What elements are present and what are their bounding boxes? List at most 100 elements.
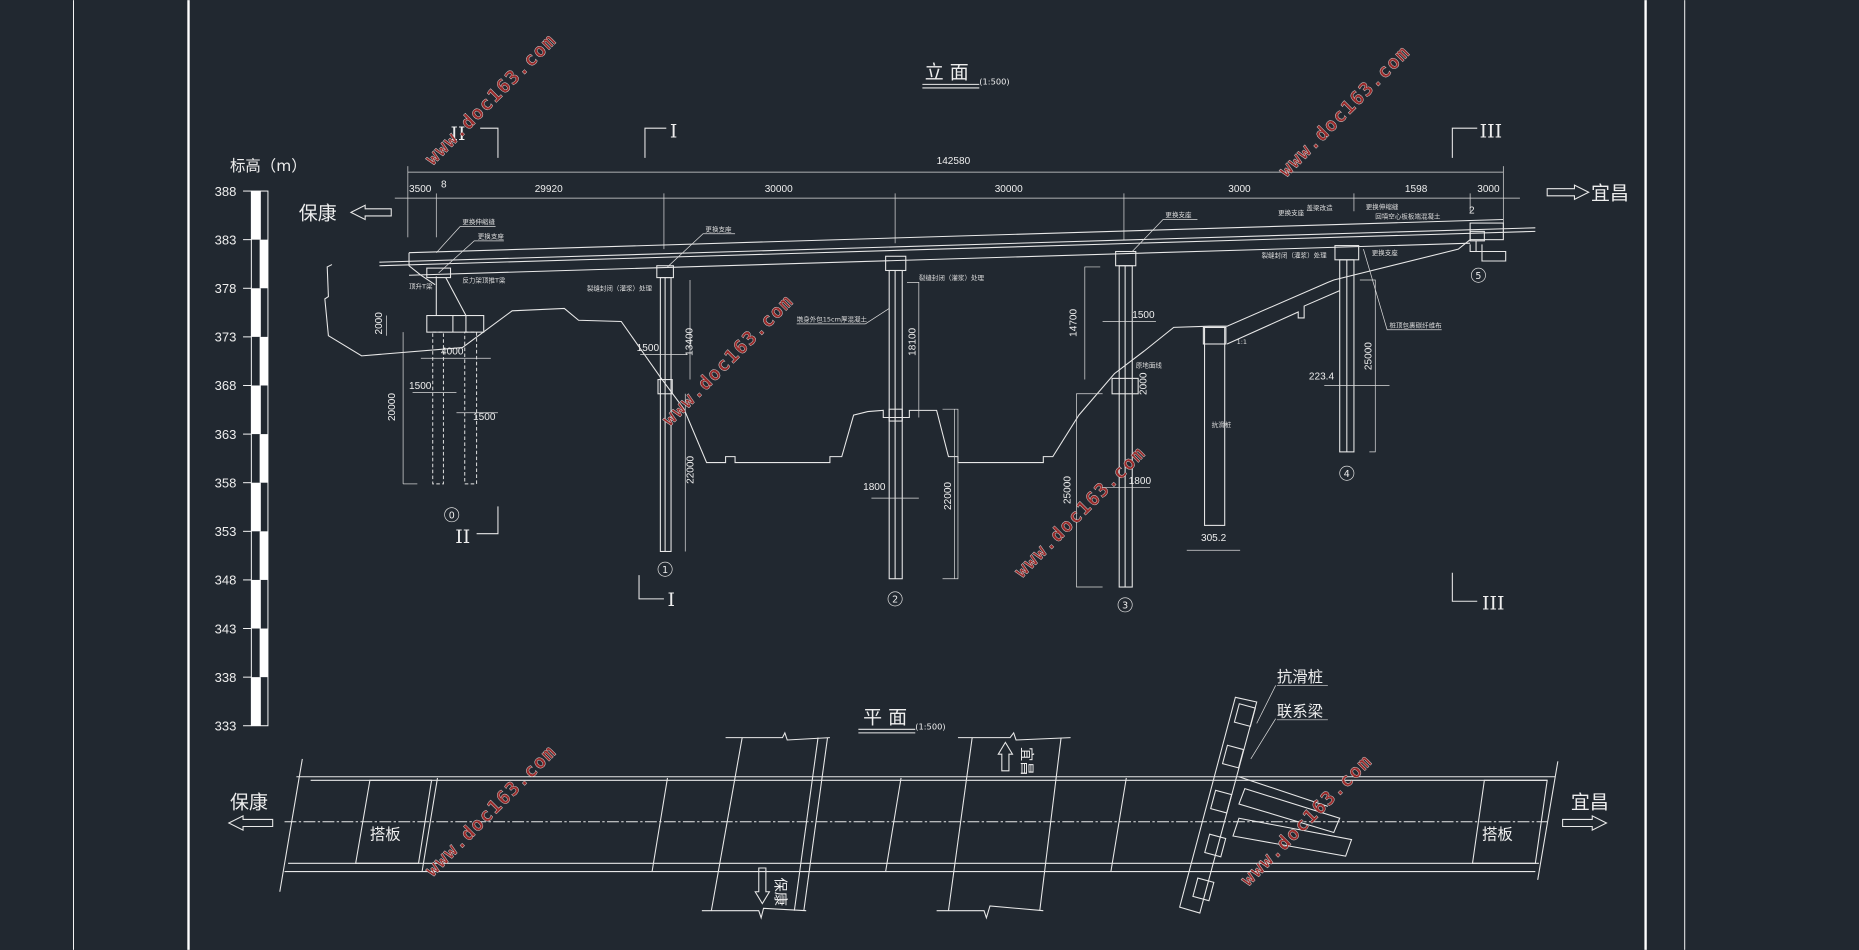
annotation-jack-t-beam: 顶升T梁 bbox=[409, 281, 433, 290]
annotation-bearing-left: 更换支座 bbox=[478, 231, 505, 240]
annotation-bearing-pier4b: 更换支座 bbox=[1372, 248, 1399, 257]
approach-slab-right: 搭板 bbox=[1482, 826, 1513, 844]
section-mark-iii-bottom: III bbox=[1482, 593, 1504, 615]
antislide-pile: 抗滑桩 1:1 305.2 bbox=[1186, 326, 1247, 551]
arrow-left-icon bbox=[349, 204, 392, 221]
scale-block bbox=[259, 628, 268, 678]
antislide-pile-label: 抗滑桩 bbox=[1212, 420, 1232, 429]
scale-tick-label: 333 bbox=[215, 718, 237, 733]
annotation-carbon-fiber: 桩顶包裹碳纤维布 bbox=[1390, 320, 1443, 329]
pier-number-circle bbox=[1117, 597, 1133, 613]
dim-span-7: 3000 bbox=[1477, 184, 1500, 195]
dim-span-4: 30000 bbox=[995, 184, 1023, 195]
dim-span-2: 29920 bbox=[535, 184, 563, 195]
direction-left-label: 保康 bbox=[299, 203, 337, 225]
dim-pier3-dia: 1500 bbox=[1132, 310, 1155, 321]
section-mark-ii-top: II bbox=[451, 123, 466, 145]
plan-antislide-piles: 抗滑桩 联系梁 bbox=[1179, 668, 1353, 914]
watermark-text: www.doc163.com bbox=[421, 29, 561, 169]
scale-block bbox=[251, 288, 261, 337]
scale-tick-label: 373 bbox=[215, 330, 237, 345]
dim-pier2-upper: 18100 bbox=[907, 327, 918, 355]
scale-tick-label: 383 bbox=[215, 232, 237, 247]
scale-tick-label: 343 bbox=[215, 621, 237, 636]
crossing-road-2: 宜昌 bbox=[936, 731, 1071, 920]
elevation-title-text: 立 面 bbox=[925, 61, 969, 83]
arrow-up-icon bbox=[997, 741, 1014, 772]
dim-pier2-dia: 1800 bbox=[863, 482, 886, 493]
dim-cap-height: 2000 bbox=[374, 312, 385, 335]
plan-tie-beam-label: 联系梁 bbox=[1277, 702, 1323, 720]
annotation-expansion-joint-right: 更换伸缩缝 bbox=[1366, 202, 1399, 211]
dim-pile-dia-left: 1500 bbox=[409, 381, 432, 392]
dim-span-1: 8 bbox=[441, 179, 447, 190]
pier-number-circle bbox=[1339, 465, 1355, 481]
annotation-cap-beam: 盖梁改造 bbox=[1307, 203, 1334, 212]
annotation-reaction-frame: 反力架顶推T梁 bbox=[462, 275, 506, 284]
annotation-expansion-joint-left: 更换伸缩缝 bbox=[462, 217, 495, 226]
arrow-down-icon bbox=[754, 867, 771, 905]
dim-span-3: 30000 bbox=[765, 184, 793, 195]
road-label-yichang: 宜昌 bbox=[1018, 747, 1035, 775]
dim-pier1-lower: 22000 bbox=[686, 456, 697, 484]
elevation-axis-label: 标高（m） bbox=[230, 157, 307, 175]
section-marks: II II I I III III bbox=[451, 121, 1505, 615]
scale-tick-label: 363 bbox=[215, 427, 237, 442]
pier-number-label: 0 bbox=[449, 510, 455, 521]
dim-pile-spacing: 4000 bbox=[441, 347, 464, 358]
scale-tick-label: 353 bbox=[215, 524, 237, 539]
dim-pier3-tie: 2000 bbox=[1138, 372, 1149, 395]
dim-span-5: 3000 bbox=[1228, 184, 1251, 195]
scale-block bbox=[251, 191, 261, 240]
scale-tick-label: 338 bbox=[215, 670, 237, 685]
scale-tick-label: 358 bbox=[215, 475, 237, 490]
annotation-bearing-pier1: 更换支座 bbox=[705, 224, 732, 233]
plan-title-text: 平 面 bbox=[863, 706, 907, 728]
plan-direction-right: 宜昌 bbox=[1571, 792, 1609, 814]
scale-block bbox=[251, 677, 261, 726]
abutment-5 bbox=[1469, 230, 1498, 253]
watermark-text: www.doc163.com bbox=[658, 290, 798, 430]
annotation-pier-jacket: 墩身外包15cm厚混凝土 bbox=[797, 314, 868, 323]
dim-pier4-dia: 223.4 bbox=[1309, 372, 1335, 383]
plan-title: 平 面 (1:500) bbox=[858, 706, 946, 734]
annotation-crack-seal-pier2: 裂缝封闭（灌浆）处理 bbox=[919, 273, 985, 282]
scale-block bbox=[259, 434, 268, 483]
dim-pier2-lower: 22000 bbox=[943, 482, 954, 510]
pier-3: 14700 1500 2000 25000 1800 bbox=[1063, 250, 1156, 588]
pier-number-circle bbox=[887, 591, 903, 607]
section-mark-i-top: I bbox=[670, 121, 678, 143]
scale-tick-label: 378 bbox=[215, 281, 237, 296]
dim-pier1-dia: 1500 bbox=[637, 343, 660, 354]
dim-span-0: 3500 bbox=[409, 184, 432, 195]
slope-label: 1:1 bbox=[1237, 338, 1247, 346]
ground-line bbox=[324, 239, 1471, 464]
plan-arrow-left-icon bbox=[227, 814, 274, 831]
elevation-title: 立 面 (1:500) bbox=[922, 61, 1010, 89]
pier-number-circle bbox=[1470, 267, 1486, 283]
arrow-right-icon bbox=[1546, 184, 1590, 201]
dim-abutment-pile-length: 20000 bbox=[387, 393, 398, 421]
watermark-text: www.doc163.com bbox=[1274, 41, 1414, 181]
plan-road: 搭板 搭板 bbox=[279, 758, 1559, 892]
scale-block bbox=[251, 385, 261, 435]
scale-tick-label: 348 bbox=[215, 573, 237, 588]
pier-1: 13400 1500 22000 bbox=[637, 265, 697, 553]
dim-total-span: 142580 bbox=[937, 156, 971, 167]
scale-block bbox=[251, 579, 261, 629]
plan-arrow-right-icon bbox=[1562, 814, 1608, 831]
dim-pier3-lower: 25000 bbox=[1063, 476, 1074, 504]
road-label-baokang: 保康 bbox=[771, 878, 788, 906]
pier-number-label: 3 bbox=[1122, 600, 1128, 611]
section-mark-iii-top: III bbox=[1480, 121, 1502, 143]
annotation-backfill: 回填空心板板端混凝土 bbox=[1375, 211, 1441, 220]
annotation-ground-line: 原地面线 bbox=[1136, 361, 1163, 370]
section-mark-ii-bottom: II bbox=[455, 526, 470, 548]
direction-right-label: 宜昌 bbox=[1591, 182, 1629, 204]
pier-number-label: 4 bbox=[1344, 469, 1350, 480]
pier-4: 25000 223.4 bbox=[1309, 245, 1390, 453]
annotations: 更换伸缩缝 更换支座 顶升T梁 反力架顶推T梁 更换支座 裂缝封闭（灌浆）处理 … bbox=[409, 202, 1442, 370]
pier-number-circle bbox=[657, 561, 673, 577]
